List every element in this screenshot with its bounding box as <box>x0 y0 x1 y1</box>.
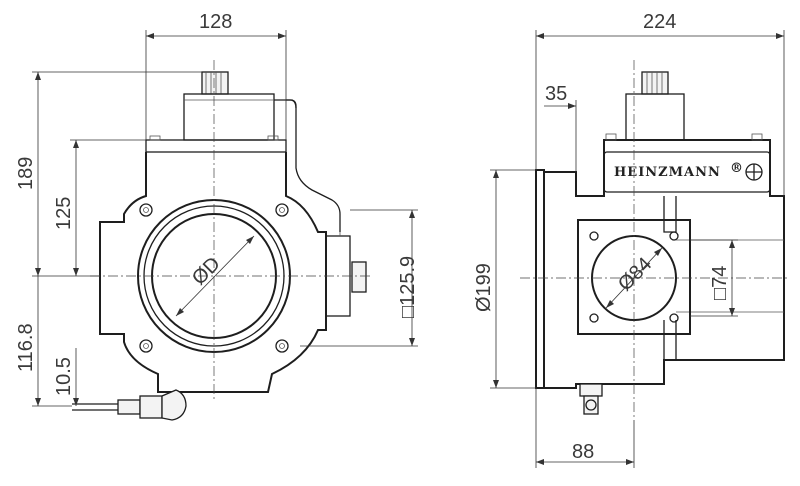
brand-plate <box>603 151 771 193</box>
valve-body <box>99 152 327 393</box>
dim-port-diameter: Ø84 <box>614 253 656 295</box>
front-view <box>72 60 370 421</box>
dim-front-width: 128 <box>199 11 232 33</box>
brand-label: HEINZMANN <box>614 165 721 180</box>
side-view: HEINZMANN ® <box>520 60 790 420</box>
registered-mark: ® <box>730 161 744 176</box>
dim-cable-height: 10.5 <box>53 357 75 396</box>
dim-height-upper: 125 <box>53 197 75 230</box>
dim-port-offset: 88 <box>572 441 594 463</box>
dim-side-offset: 35 <box>545 83 567 105</box>
dim-height-total: 189 <box>15 157 37 190</box>
dim-side-width: 224 <box>643 11 676 33</box>
side-flange <box>535 169 545 389</box>
dim-outer-diameter: Ø199 <box>473 263 495 312</box>
top-flange <box>145 139 287 153</box>
actuator-housing <box>183 93 275 141</box>
dim-height-lower: 116.8 <box>15 323 37 372</box>
side-dimensions <box>490 30 785 468</box>
front-dimensions <box>32 30 418 407</box>
side-body <box>544 139 785 389</box>
dim-flange-square: □125.9 <box>397 256 419 318</box>
dim-port-square: □74 <box>709 266 731 300</box>
dim-bore-diameter: ØD <box>188 253 225 290</box>
side-actuator <box>625 93 685 141</box>
bolt-holes <box>139 203 289 353</box>
side-connector <box>641 71 669 95</box>
